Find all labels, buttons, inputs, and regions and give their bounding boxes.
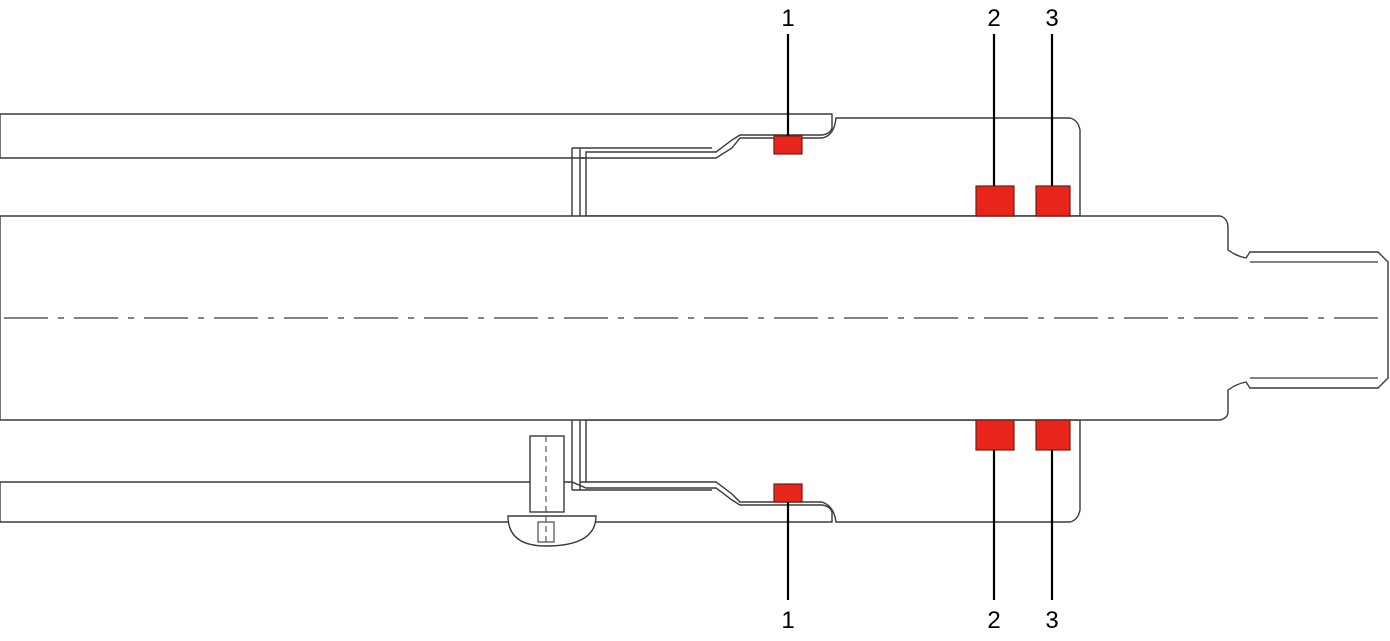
callout-bottom-2: 2: [987, 607, 1000, 634]
callout-top-3: 3: [1045, 5, 1058, 32]
callout-bottom-1: 1: [781, 607, 794, 634]
screw-head: [507, 515, 597, 547]
callout-top-2: 2: [987, 5, 1000, 32]
seal-1-bottom: [773, 483, 803, 503]
seal-2-top: [975, 185, 1015, 217]
gland-top: [585, 117, 1081, 217]
seal-3-top: [1035, 185, 1071, 217]
screw-socket: [537, 521, 555, 543]
screw: [507, 435, 597, 547]
screw-shank: [529, 435, 565, 513]
tube-wall-bottom: [0, 481, 833, 523]
callout-bottom-3: 3: [1045, 607, 1058, 634]
callout-top-1: 1: [781, 5, 794, 32]
seal-1-top: [773, 135, 803, 155]
seal-2-bottom: [975, 419, 1015, 451]
tube-wall-top: [0, 113, 833, 159]
seal-3-bottom: [1035, 419, 1071, 451]
